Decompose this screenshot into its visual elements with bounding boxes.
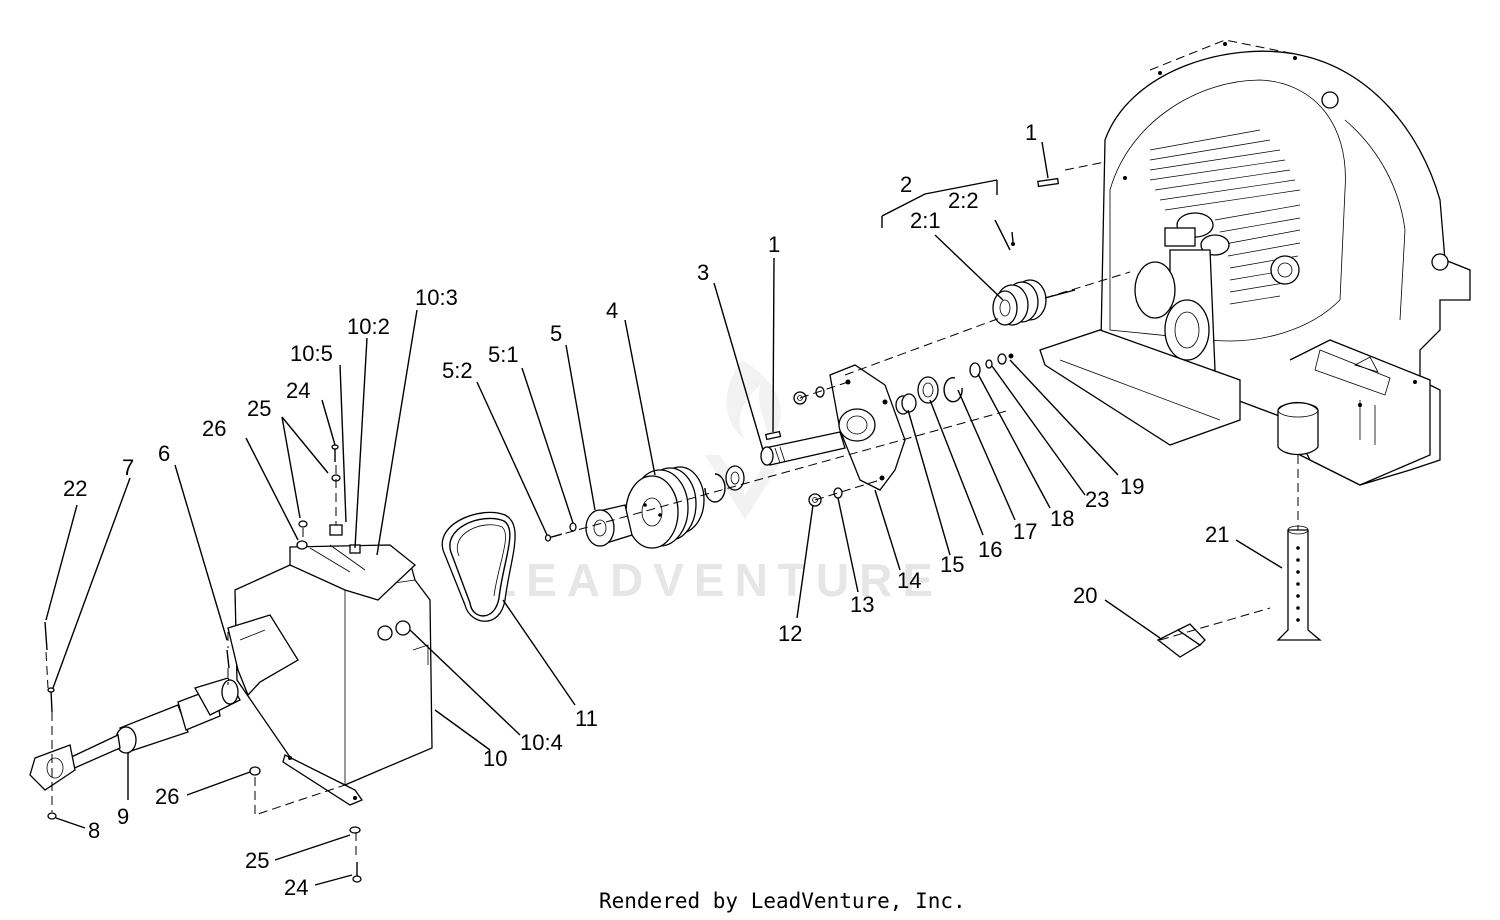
callout-10-4: 10:4 <box>520 730 563 755</box>
nut-26-top <box>296 540 308 550</box>
key-1-upper <box>1037 177 1060 188</box>
callout-10-3: 10:3 <box>415 285 458 310</box>
callout-5-2: 5:2 <box>442 358 473 383</box>
callout-25-top: 25 <box>247 396 271 421</box>
pin-22 <box>44 621 48 651</box>
callout-19: 19 <box>1120 474 1144 499</box>
callout-labels: 1 2 2:2 2:1 1 3 4 5 5:1 5:2 10:3 10:2 10… <box>63 120 1229 900</box>
footer-credit: Rendered by LeadVenture, Inc. <box>599 889 966 913</box>
callout-4: 4 <box>606 298 618 323</box>
callout-2-2: 2:2 <box>948 188 979 213</box>
assembly-center-lines <box>45 161 1299 860</box>
bearing-plate-14 <box>829 364 906 491</box>
belt-guard-10 <box>227 524 433 806</box>
callout-24-bottom: 24 <box>284 875 308 900</box>
washer-13-lower <box>833 487 843 499</box>
pin-6 <box>226 649 230 669</box>
washer-25-left <box>298 520 308 528</box>
callout-8: 8 <box>88 818 100 843</box>
callout-10: 10 <box>483 746 507 771</box>
callout-17: 17 <box>1013 519 1037 544</box>
bolt-19 <box>997 353 1014 365</box>
callout-14: 14 <box>897 568 921 593</box>
callout-18: 18 <box>1050 506 1074 531</box>
callout-24-top: 24 <box>286 378 310 403</box>
callout-16: 16 <box>978 537 1002 562</box>
nut-8 <box>47 812 57 820</box>
callout-9: 9 <box>117 804 129 829</box>
key-1-lower <box>764 430 782 441</box>
spacer-15 <box>895 393 917 415</box>
callout-23: 23 <box>1085 487 1109 512</box>
pin-20 <box>1156 623 1206 658</box>
callout-21: 21 <box>1205 522 1229 547</box>
bolt-24-top <box>331 444 339 462</box>
washer-18 <box>969 362 981 378</box>
callout-12: 12 <box>778 621 802 646</box>
callout-22: 22 <box>63 476 87 501</box>
callout-5: 5 <box>550 321 562 346</box>
washer-5-1 <box>569 522 577 532</box>
pulley-2-1 <box>992 279 1076 326</box>
pto-driveline-9 <box>29 677 241 791</box>
callout-1-lower: 1 <box>768 232 780 257</box>
callout-10-5: 10:5 <box>290 341 333 366</box>
callout-13: 13 <box>850 592 874 617</box>
callout-5-1: 5:1 <box>488 342 519 367</box>
bolt-7 <box>47 687 55 713</box>
bearing-shaft <box>704 465 745 503</box>
setscrew-2-2 <box>1011 231 1015 246</box>
watermark-logo <box>705 360 785 520</box>
jack-stand-21 <box>1276 401 1322 641</box>
callout-26-top: 26 <box>202 416 226 441</box>
callout-25-bottom: 25 <box>245 848 269 873</box>
washer-23 <box>985 359 993 369</box>
v-belt-11 <box>441 511 516 622</box>
callout-15: 15 <box>940 552 964 577</box>
callout-20: 20 <box>1073 583 1097 608</box>
callout-3: 3 <box>697 260 709 285</box>
callout-1-upper: 1 <box>1025 120 1037 145</box>
pulley-4 <box>625 466 705 549</box>
watermark-text: LEADVENTURE <box>488 554 943 606</box>
bolt-24-bottom <box>352 862 362 883</box>
callout-2-1: 2:1 <box>910 208 941 233</box>
callout-6: 6 <box>158 441 170 466</box>
callout-10-2: 10:2 <box>347 314 390 339</box>
nut-26-bottom <box>249 766 261 776</box>
callout-26-bottom: 26 <box>155 784 179 809</box>
shaft-3 <box>760 431 846 466</box>
washer-25-bottom <box>349 826 361 834</box>
blower-housing <box>1039 39 1471 486</box>
hub-5 <box>585 504 633 547</box>
callout-11: 11 <box>575 706 598 731</box>
callout-7: 7 <box>122 455 134 480</box>
washer-13-upper <box>815 386 825 398</box>
retaining-ring-17 <box>943 377 963 403</box>
callout-2: 2 <box>900 172 912 197</box>
bearing-16 <box>917 376 939 404</box>
leader-lines <box>45 141 1283 886</box>
